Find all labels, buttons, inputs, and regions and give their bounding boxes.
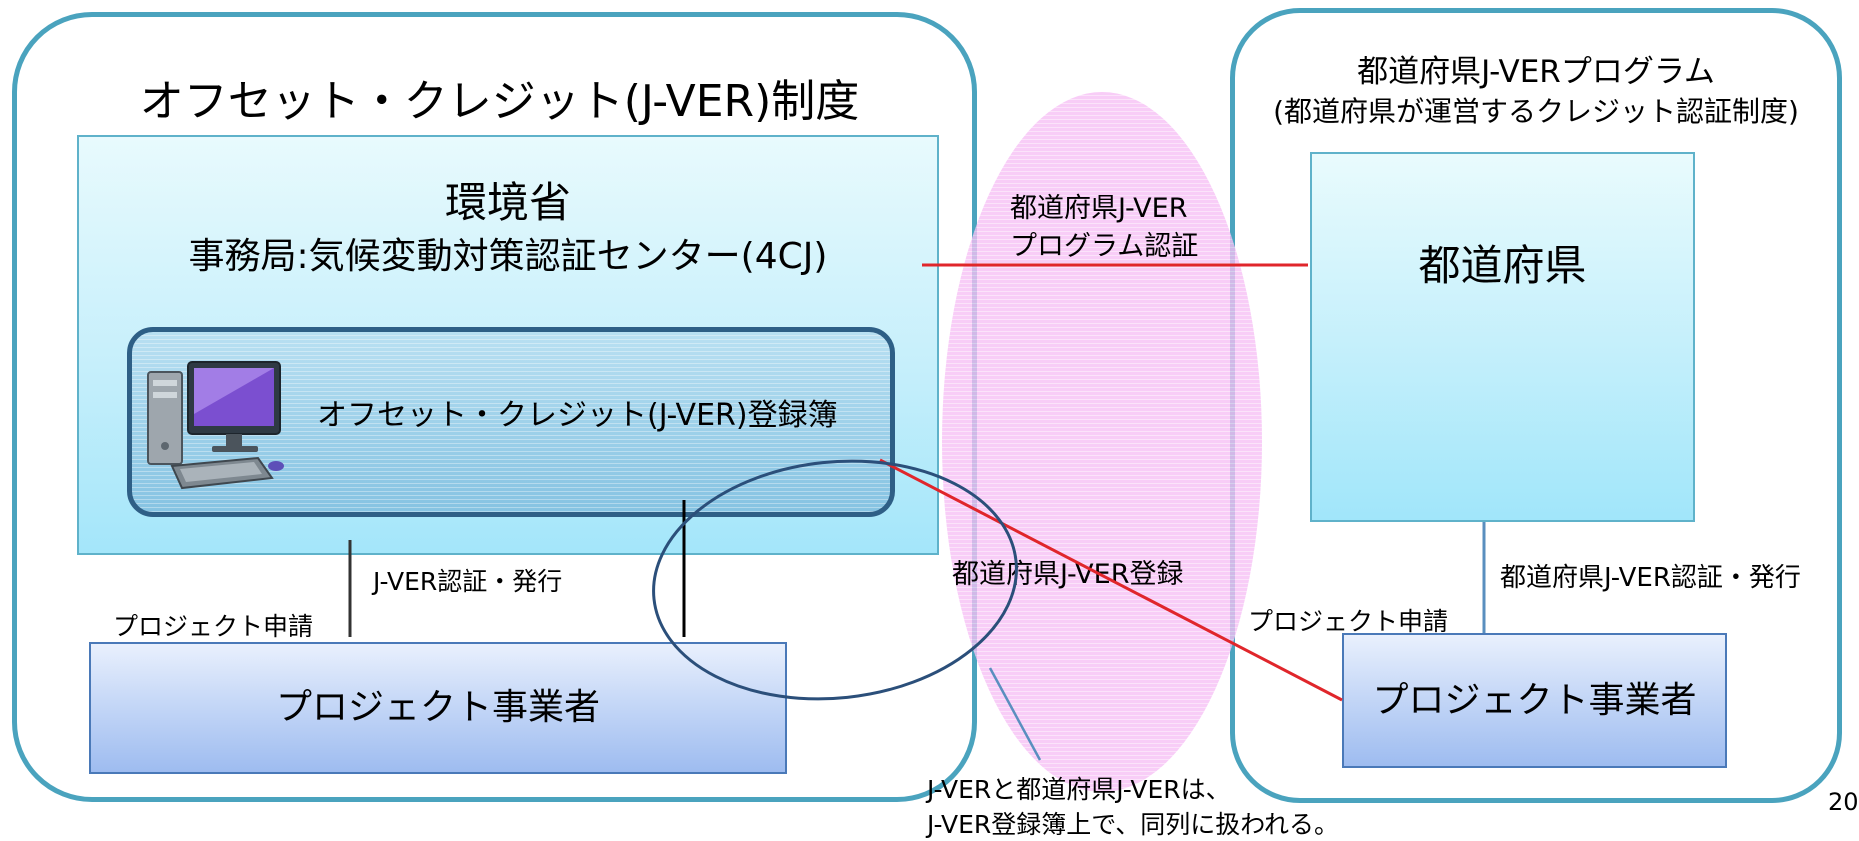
left-project-operator-box: プロジェクト事業者 (89, 642, 787, 774)
right-project-operator-box: プロジェクト事業者 (1342, 633, 1727, 768)
prefecture-title: 都道府県 (1418, 241, 1587, 290)
note-line2: J-VER登録簿上で、同列に扱われる。 (927, 810, 1340, 839)
jver-program-title: オフセット・クレジット(J-VER)制度 (139, 76, 860, 127)
prefecture-box: 都道府県 (1310, 152, 1695, 522)
prefectural-program-subtitle: (都道府県が運営するクレジット認証制度) (1273, 95, 1799, 128)
prefectural-program-title: 都道府県J-VERプログラム (1357, 54, 1715, 90)
registry-highlight-ellipse (652, 459, 1018, 701)
ministry-title: 環境省 (444, 178, 571, 227)
ministry-of-environment-box: 環境省 事務局:気候変動対策認証センター(4CJ) (77, 135, 939, 555)
prefectural-program-certification-label-line2: プログラム認証 (1010, 231, 1199, 262)
prefectural-registration-link (879, 458, 1343, 702)
right-project-application-label: プロジェクト申請 (1248, 607, 1449, 636)
prefectural-jver-registration-label: 都道府県J-VER登録 (952, 559, 1184, 590)
jver-certification-issuance-label: J-VER認証・発行 (373, 567, 563, 596)
computer-icon (147, 361, 284, 490)
jver-program-panel: オフセット・クレジット(J-VER)制度 環境省 事務局:気候変動対策認証センタ… (12, 12, 977, 802)
left-project-application-label: プロジェクト申請 (113, 612, 314, 641)
secretariat-subtitle: 事務局:気候変動対策認証センター(4CJ) (188, 236, 828, 277)
jver-registry-box: オフセット・クレジット(J-VER)登録簿 (127, 327, 895, 517)
note-pointer (988, 667, 1042, 761)
jver-registry-label: オフセット・クレジット(J-VER)登録簿 (317, 398, 838, 433)
prefectural-jver-certification-issuance-label: 都道府県J-VER認証・発行 (1500, 563, 1801, 593)
note-line1: J-VERと都道府県J-VERは、 (927, 775, 1231, 804)
prefectural-program-certification-label-line1: 都道府県J-VER (1010, 193, 1188, 224)
page-number: 20 (1828, 788, 1859, 816)
